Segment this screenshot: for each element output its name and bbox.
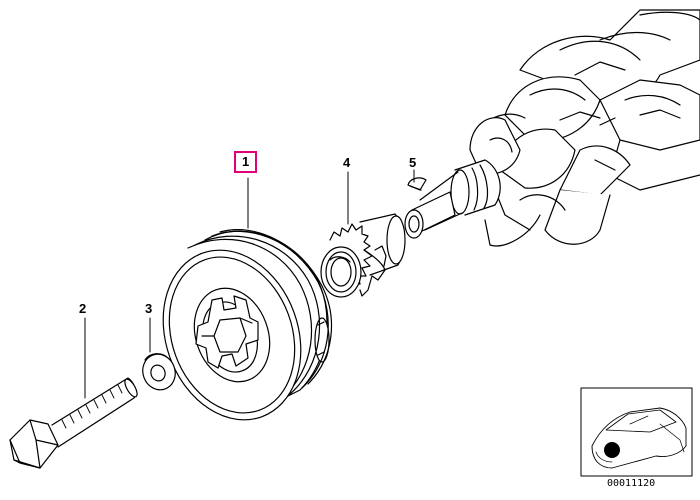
callout-2[interactable]: 2 bbox=[79, 301, 87, 316]
vibration-damper-drawing bbox=[162, 229, 333, 421]
leader-lines bbox=[84, 169, 415, 399]
sprocket-drawing bbox=[320, 213, 406, 298]
bolt-drawing bbox=[9, 377, 138, 469]
callout-5[interactable]: 5 bbox=[409, 155, 417, 170]
callout-3[interactable]: 3 bbox=[145, 301, 153, 316]
crankshaft-drawing bbox=[404, 9, 700, 247]
callout-4[interactable]: 4 bbox=[343, 155, 351, 170]
washer-drawing bbox=[142, 353, 176, 391]
callout-1[interactable]: 1 bbox=[234, 151, 258, 173]
woodruff-key-drawing bbox=[407, 177, 427, 191]
inset-code-label: 00011120 bbox=[607, 478, 656, 489]
car-front-location-icon bbox=[604, 442, 620, 458]
location-inset bbox=[580, 387, 693, 477]
